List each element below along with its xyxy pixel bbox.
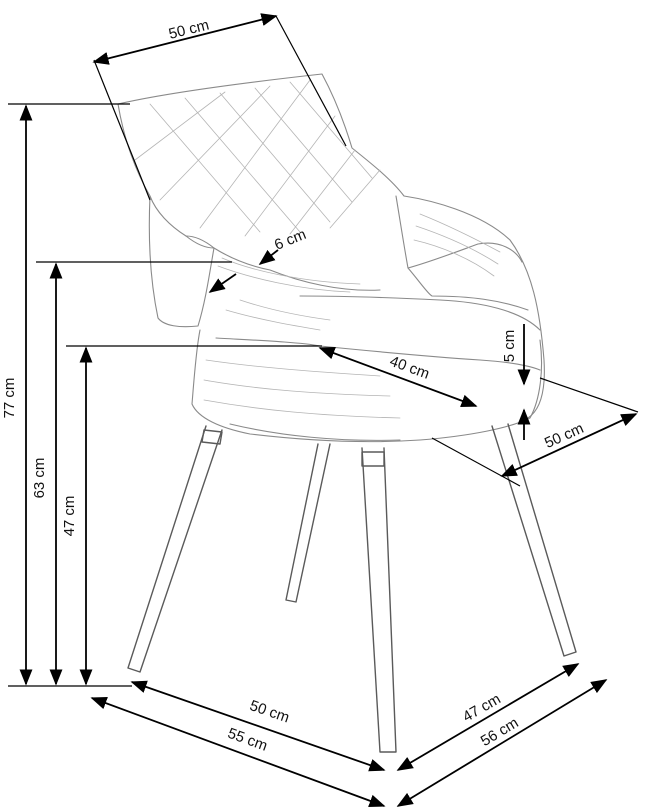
label-arm-thickness: 6 cm <box>272 226 309 254</box>
dim-base-depth-inner-arrow <box>396 663 580 771</box>
leg-front-right <box>361 447 397 753</box>
extension-lines <box>8 15 639 687</box>
label-base-width-inner: 50 cm <box>247 697 291 726</box>
leg-front-left <box>127 425 223 673</box>
seat-cushion-top <box>299 295 541 331</box>
dim-base-width-outer-arrow <box>90 696 386 808</box>
label-arm-height: 63 cm <box>31 458 48 499</box>
chair-legs <box>127 423 577 753</box>
left-armrest <box>148 195 215 328</box>
dimension-labels: 50 cm 6 cm 40 cm 5 cm 50 cm 77 cm 63 cm … <box>1 16 586 754</box>
right-armrest <box>395 195 523 269</box>
dim-base-depth-outer-arrow <box>396 679 608 807</box>
shell-texture <box>203 299 401 419</box>
seat-cushion-front <box>215 337 541 371</box>
label-total-height: 77 cm <box>1 378 18 419</box>
label-seat-thickness: 5 cm <box>501 330 518 363</box>
leg-front-right-cap <box>361 451 385 467</box>
backrest-quilting <box>134 79 381 237</box>
leg-back-right <box>491 423 577 657</box>
right-armrest-front <box>407 267 529 311</box>
backrest-left-edge <box>117 103 187 237</box>
seat-underside <box>229 423 401 441</box>
chair-sketch <box>117 73 577 753</box>
label-seat-depth: 40 cm <box>387 353 431 383</box>
left-armrest-inner <box>185 235 381 291</box>
backrest-outline <box>117 73 545 419</box>
leg-front-left-cap <box>201 429 223 445</box>
dimension-arrows <box>19 13 638 808</box>
leg-back-left <box>285 443 331 603</box>
dim-seat-width-arrow <box>500 413 638 477</box>
dim-seat-depth-arrow <box>318 347 478 407</box>
armrest-texture <box>217 213 501 293</box>
dim-arm-thickness-arrow-a <box>258 249 279 265</box>
label-seat-height: 47 cm <box>61 496 78 537</box>
dim-back-width-arrow <box>92 13 278 65</box>
dim-arm-thickness-arrow-b <box>208 273 237 293</box>
